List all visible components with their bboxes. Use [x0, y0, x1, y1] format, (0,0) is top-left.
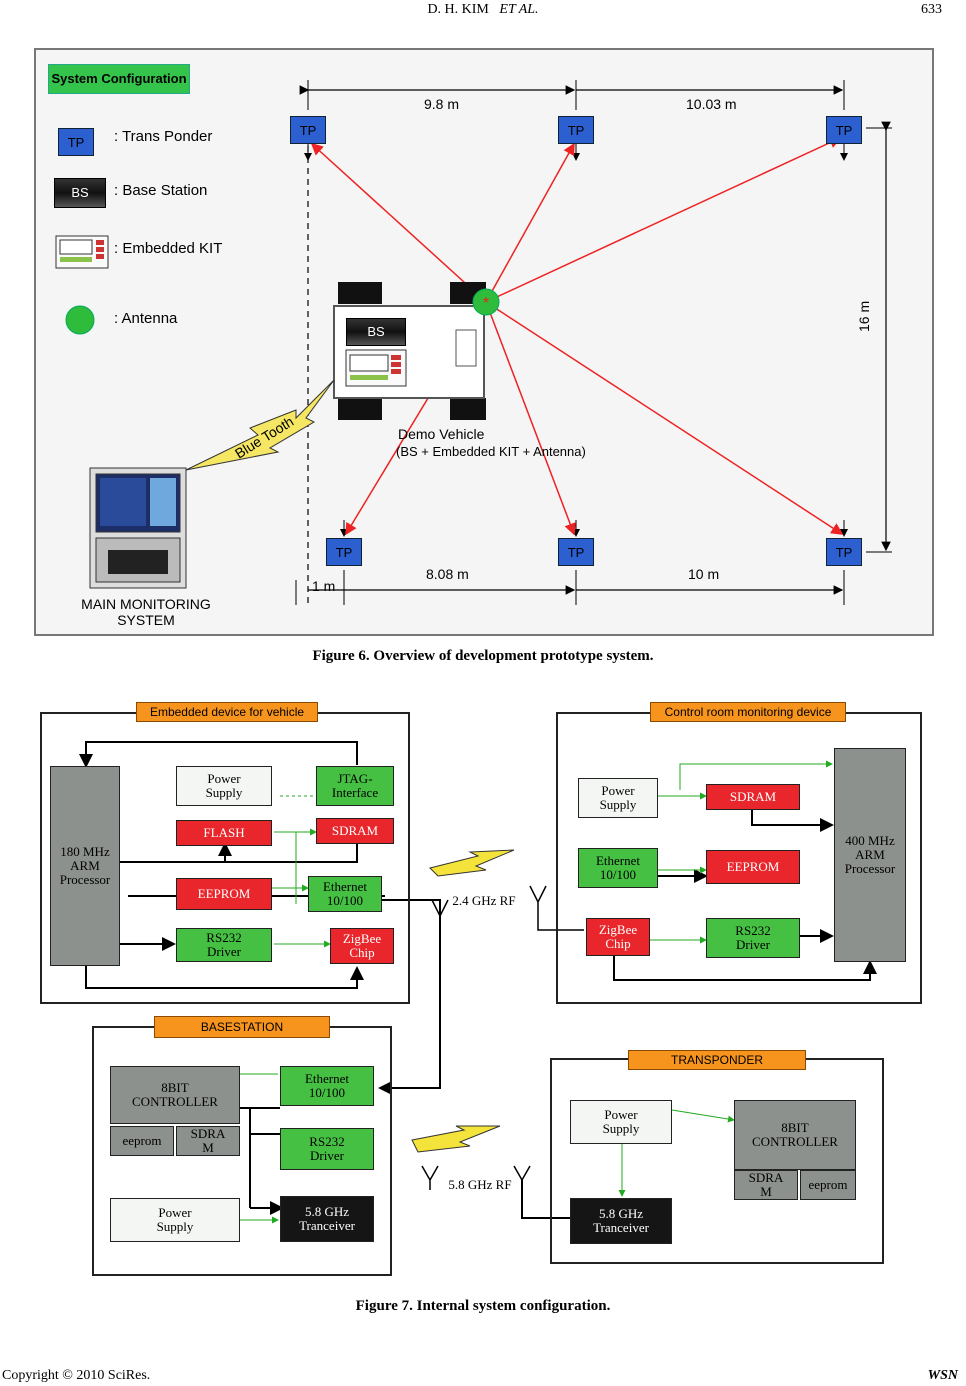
distance-side: 16 m: [856, 300, 872, 332]
figure-7-internal-config: Embedded device for vehicle 180 MHz ARM …: [0, 690, 966, 1290]
figure-7-caption: Figure 7. Internal system configuration.: [355, 1298, 611, 1314]
header-authors: D. H. KIM: [427, 2, 489, 17]
basestation-tranceiver: 5.8 GHz Tranceiver: [280, 1196, 374, 1242]
vehicle-wheel: [338, 282, 382, 304]
rf-24ghz-label: 2.4 GHz RF: [452, 893, 516, 908]
distance-bottom-left: 8.08 m: [426, 566, 469, 582]
transponder-bottom-left: TP: [326, 538, 362, 566]
control-power-supply: Power Supply: [578, 778, 658, 818]
figure-6-caption: Figure 6. Overview of development protot…: [312, 648, 654, 664]
embedded-device-title: Embedded device for vehicle: [136, 702, 318, 722]
legend-bs-label: : Base Station: [114, 182, 208, 199]
transponder-bottom-right: TP: [826, 538, 862, 566]
rf-bolt-24ghz: [429, 849, 515, 877]
transponder-title: TRANSPONDER: [628, 1050, 806, 1070]
embedded-ethernet: Ethernet 10/100: [308, 876, 382, 912]
distance-offset: 1 m: [312, 578, 336, 594]
transponder-tranceiver: 5.8 GHz Tranceiver: [570, 1198, 672, 1244]
embedded-rs232-driver: RS232 Driver: [176, 928, 272, 962]
basestation-sdram: SDRA M: [176, 1126, 240, 1156]
legend-bs-symbol: BS: [54, 178, 106, 208]
base-station-in-vehicle: BS: [346, 318, 406, 346]
svg-text:*: *: [483, 295, 489, 312]
control-ethernet: Ethernet 10/100: [578, 848, 658, 888]
figure-7-connections: [79, 741, 877, 1224]
embedded-arm-processor: 180 MHz ARM Processor: [50, 766, 120, 966]
basestation-controller: 8BIT CONTROLLER: [110, 1066, 240, 1124]
control-eeprom: EEPROM: [706, 850, 800, 884]
header-et-al: ET AL.: [499, 2, 539, 17]
page-number: 633: [921, 2, 942, 17]
running-header: D. H. KIM ET AL.: [0, 2, 966, 18]
basestation-rs232-driver: RS232 Driver: [280, 1128, 374, 1170]
transponder-sdram: SDRA M: [734, 1170, 798, 1200]
basestation-ethernet: Ethernet 10/100: [280, 1066, 374, 1106]
system-configuration-label: System Configuration: [48, 64, 190, 94]
embedded-jtag-interface: JTAG- Interface: [316, 766, 394, 806]
legend-tp-label: : Trans Ponder: [114, 128, 213, 145]
embedded-flash: FLASH: [176, 820, 272, 846]
transponder-eeprom: eeprom: [800, 1170, 856, 1200]
basestation-title: BASESTATION: [154, 1016, 330, 1038]
footer-journal: WSN: [927, 1368, 958, 1383]
demo-vehicle-label: Demo Vehicle: [398, 426, 485, 442]
bluetooth-link-icon: [185, 379, 335, 471]
transponder-top-left: TP: [290, 116, 326, 144]
embedded-power-supply: Power Supply: [176, 766, 272, 806]
control-room-title: Control room monitoring device: [650, 702, 846, 722]
transponder-top-middle: TP: [558, 116, 594, 144]
control-rs232-driver: RS232 Driver: [706, 918, 800, 958]
legend-kit-label: : Embedded KIT: [114, 240, 223, 257]
antenna-icon: [472, 288, 500, 316]
rf-58ghz-label: 5.8 GHz RF: [448, 1177, 512, 1192]
main-monitoring-label-2: SYSTEM: [117, 612, 175, 628]
basestation-eeprom: eeprom: [110, 1126, 174, 1156]
transponder-controller: 8BIT CONTROLLER: [734, 1100, 856, 1170]
main-monitoring-label-1: MAIN MONITORING: [81, 596, 211, 612]
demo-vehicle-desc: (BS + Embedded KIT + Antenna): [396, 444, 586, 459]
legend-antenna-label: : Antenna: [114, 310, 178, 327]
control-arm-processor: 400 MHz ARM Processor: [834, 748, 906, 962]
control-sdram: SDRAM: [706, 784, 800, 810]
legend-tp-symbol: TP: [58, 128, 94, 156]
transponder-top-right: TP: [826, 116, 862, 144]
figure-6-overview: * System Configuration TP : Trans Ponder…: [34, 48, 934, 636]
transponder-bottom-middle: TP: [558, 538, 594, 566]
embedded-eeprom: EEPROM: [176, 878, 272, 910]
figure-6-graphics: *: [55, 80, 892, 605]
distance-top-left: 9.8 m: [424, 96, 460, 112]
distance-bottom-right: 10 m: [688, 566, 720, 582]
footer-copyright: Copyright © 2010 SciRes.: [2, 1368, 151, 1383]
embedded-zigbee-chip: ZigBee Chip: [330, 928, 394, 964]
rf-bolt-58ghz: [411, 1125, 501, 1153]
transponder-power-supply: Power Supply: [570, 1100, 672, 1144]
embedded-sdram: SDRAM: [316, 818, 394, 844]
distance-top-right: 10.03 m: [686, 96, 737, 112]
legend-antenna-icon: [65, 305, 95, 335]
control-zigbee-chip: ZigBee Chip: [586, 918, 650, 956]
basestation-power-supply: Power Supply: [110, 1198, 240, 1242]
